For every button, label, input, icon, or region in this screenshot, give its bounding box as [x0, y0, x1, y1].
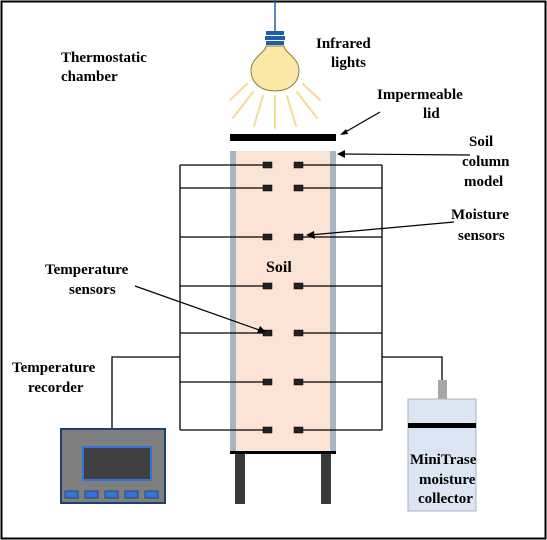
column-label: Soil column model [462, 134, 513, 190]
moisture-sensor [293, 329, 304, 337]
lid-label: Impermeable lid [377, 87, 467, 122]
moisture-sensor [293, 378, 304, 386]
moisture-sensor [293, 184, 304, 192]
recorder-label: Temperature recorder [12, 360, 99, 396]
lights-label: Infrared lights [316, 36, 374, 71]
moisture-label: Moisture sensors [451, 207, 513, 244]
moisture-arrowhead [306, 231, 315, 239]
temperature-sensor [262, 161, 273, 169]
stand-leg-left [235, 454, 245, 504]
temperature-sensor [262, 184, 273, 192]
recorder-cable [111, 356, 180, 429]
temperature-arrowhead [257, 326, 266, 333]
chamber-label: Thermostatic chamber [61, 50, 151, 85]
temperature-recorder-icon [60, 428, 166, 504]
light-bulb-icon [229, 0, 321, 129]
moisture-collector-icon [407, 380, 477, 512]
temperature-pointer-arrow [134, 285, 263, 332]
stand-leg-right [321, 454, 331, 504]
moisture-pointer-arrow [309, 221, 455, 236]
sensor-wiring [111, 161, 443, 434]
soil-label: Soil [266, 259, 292, 276]
temperature-sensor [262, 233, 273, 241]
collector-label: MiniTrase moisture collector [410, 452, 480, 507]
soil-column [230, 151, 336, 454]
temperature-sensor [262, 329, 273, 337]
moisture-sensor [293, 426, 304, 434]
column-arrowhead [337, 150, 345, 158]
temperature-sensor [262, 378, 273, 386]
lid-pointer-arrow [341, 111, 381, 135]
temperature-sensor [262, 282, 273, 290]
temperature-sensors-label: Temperature sensors [45, 262, 132, 298]
impermeable-lid [230, 134, 336, 141]
temperature-sensor [262, 426, 273, 434]
lid-arrowhead [340, 129, 348, 135]
moisture-sensor [293, 282, 304, 290]
column-pointer-arrow [339, 153, 471, 156]
collector-cable [382, 356, 443, 380]
moisture-sensor [293, 233, 304, 241]
moisture-sensor [293, 161, 304, 169]
